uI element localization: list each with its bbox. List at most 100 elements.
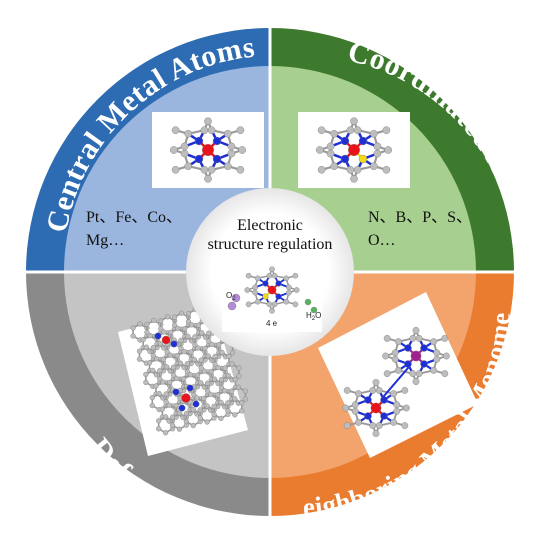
carbon-atom <box>373 142 382 151</box>
carbon-atom <box>194 372 201 378</box>
carbon-atom <box>409 334 417 342</box>
carbon-atom <box>156 391 162 397</box>
carbon-atom <box>144 321 150 328</box>
nitrogen-atom <box>358 136 368 146</box>
carbon-atom <box>167 352 173 358</box>
nitrogen-atom <box>420 360 428 368</box>
nitrogen-atom <box>262 280 269 287</box>
carbon-atom <box>218 377 225 383</box>
carbon-atom <box>222 388 228 394</box>
nitrogen-atom <box>275 280 282 287</box>
carbon-atom <box>236 126 245 135</box>
carbon-atom <box>209 341 215 348</box>
carbon-atom <box>149 403 155 409</box>
nitrogen-atom <box>172 388 180 396</box>
carbon-atom <box>315 146 324 154</box>
carbon-atom <box>188 349 194 355</box>
carbon-atom <box>170 364 177 370</box>
carbon-atom <box>204 403 210 409</box>
carbon-atom <box>144 329 150 336</box>
carbon-atom <box>197 415 203 421</box>
metal-atom <box>370 402 382 414</box>
carbon-atom <box>150 353 156 359</box>
carbon-atom <box>202 345 208 352</box>
carbon-atom <box>136 356 143 362</box>
carbon-atom <box>168 329 174 336</box>
nitrogen-atom <box>420 344 428 352</box>
carbon-atom <box>391 355 399 363</box>
carbon-atom <box>394 366 402 374</box>
carbon-atom <box>167 379 173 386</box>
carbon-atom <box>283 298 290 305</box>
carbon-atom <box>171 314 178 320</box>
carbon-atom <box>163 391 169 397</box>
carbon-atom <box>232 412 238 418</box>
carbon-atom <box>130 325 136 331</box>
carbon-atom <box>157 376 163 382</box>
carbon-atom <box>222 365 228 371</box>
nitrogen-atom <box>186 384 194 392</box>
carbon-atom <box>317 166 326 174</box>
carbon-atom <box>176 410 183 416</box>
nitrogen-atom <box>212 136 222 146</box>
carbon-atom <box>216 342 222 348</box>
carbon-atom <box>401 386 409 394</box>
carbon-atom <box>181 376 187 382</box>
carbon-atom <box>191 392 197 398</box>
carbon-atom <box>286 284 292 291</box>
carbon-atom <box>409 370 417 377</box>
center-label-h2o: H2O <box>306 311 321 322</box>
carbon-atom <box>176 426 183 432</box>
carbon-atom <box>236 365 242 371</box>
carbon-atom <box>181 349 187 355</box>
carbon-atom <box>225 373 232 379</box>
carbon-atom <box>143 371 149 378</box>
carbon-atom <box>171 126 180 135</box>
carbon-atom <box>393 407 401 415</box>
nitrogen-atom <box>275 293 282 300</box>
carbon-atom <box>239 400 245 406</box>
carbon-atom <box>227 149 236 158</box>
neighboring-monomers-molecule <box>318 292 478 458</box>
nitrogen-atom <box>192 400 200 408</box>
carbon-atom <box>225 400 231 406</box>
carbon-atom <box>354 390 362 397</box>
carbon-atom <box>433 355 441 363</box>
carbon-atom <box>183 419 189 425</box>
carbon-atom <box>351 407 359 415</box>
carbon-atom <box>232 377 238 383</box>
carbon-atom <box>269 266 275 273</box>
carbon-atom <box>191 357 197 363</box>
carbon-atom <box>198 357 204 363</box>
carbon-atom <box>198 365 204 371</box>
carbon-atom <box>353 166 362 174</box>
metal-atom <box>161 335 171 345</box>
carbon-atom <box>382 352 389 360</box>
nitrogen-atom <box>364 396 372 404</box>
carbon-atom <box>252 284 258 291</box>
carbon-atom <box>136 348 143 354</box>
carbon-atom <box>165 314 171 320</box>
bond <box>383 367 409 397</box>
metal-atom <box>348 144 360 156</box>
carbon-atom <box>158 326 164 332</box>
carbon-atom <box>415 370 423 377</box>
carbon-atom <box>153 383 159 389</box>
carbon-atom <box>269 308 275 314</box>
carbon-atom <box>342 404 349 412</box>
carbon-atom <box>204 175 212 183</box>
carbon-atom <box>430 338 437 345</box>
carbon-atom <box>160 379 166 385</box>
carbon-atom <box>198 380 204 386</box>
carbon-atom <box>169 414 176 420</box>
carbon-atom <box>245 272 252 279</box>
carbon-atom <box>197 407 203 413</box>
carbon-atom <box>192 334 198 340</box>
carbon-atom <box>326 142 335 151</box>
carbon-atom <box>238 146 246 154</box>
dopant-atom <box>262 293 269 300</box>
nitrogen-atom <box>154 332 162 340</box>
carbon-atom <box>184 361 190 367</box>
carbon-atom <box>350 175 358 183</box>
carbon-atom <box>224 129 232 138</box>
